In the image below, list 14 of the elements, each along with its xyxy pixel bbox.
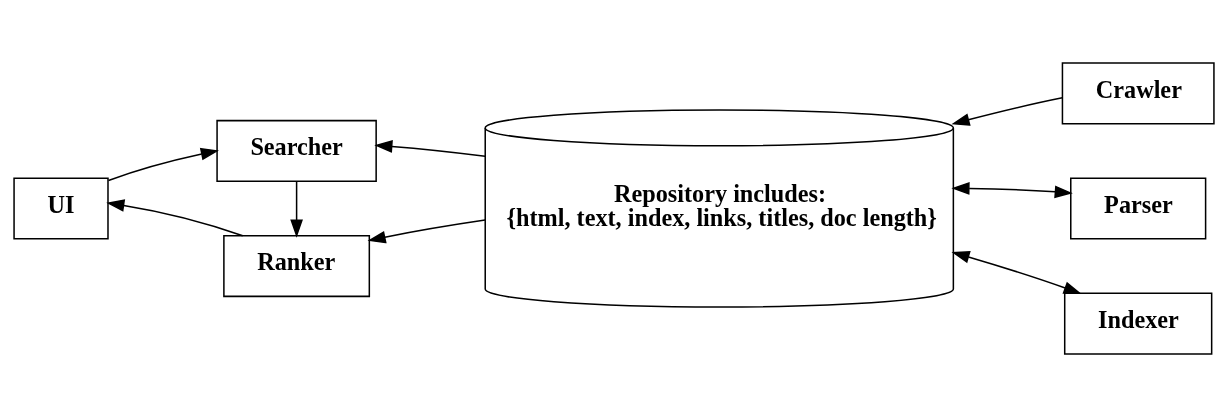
arrow xyxy=(107,147,219,181)
node-box: Searcher xyxy=(216,119,377,182)
arrow xyxy=(106,198,244,236)
node-box: Ranker xyxy=(223,234,371,297)
arrow xyxy=(374,139,486,157)
arrow xyxy=(951,181,1073,198)
arrow xyxy=(367,218,486,243)
node-box: Crawler xyxy=(1061,61,1215,124)
node-box: Indexer xyxy=(1063,292,1213,355)
node-box: Parser xyxy=(1070,176,1207,240)
arrow xyxy=(951,96,1064,126)
node-box: UI xyxy=(13,176,109,240)
arrow xyxy=(290,180,303,238)
arrow xyxy=(951,250,1082,294)
